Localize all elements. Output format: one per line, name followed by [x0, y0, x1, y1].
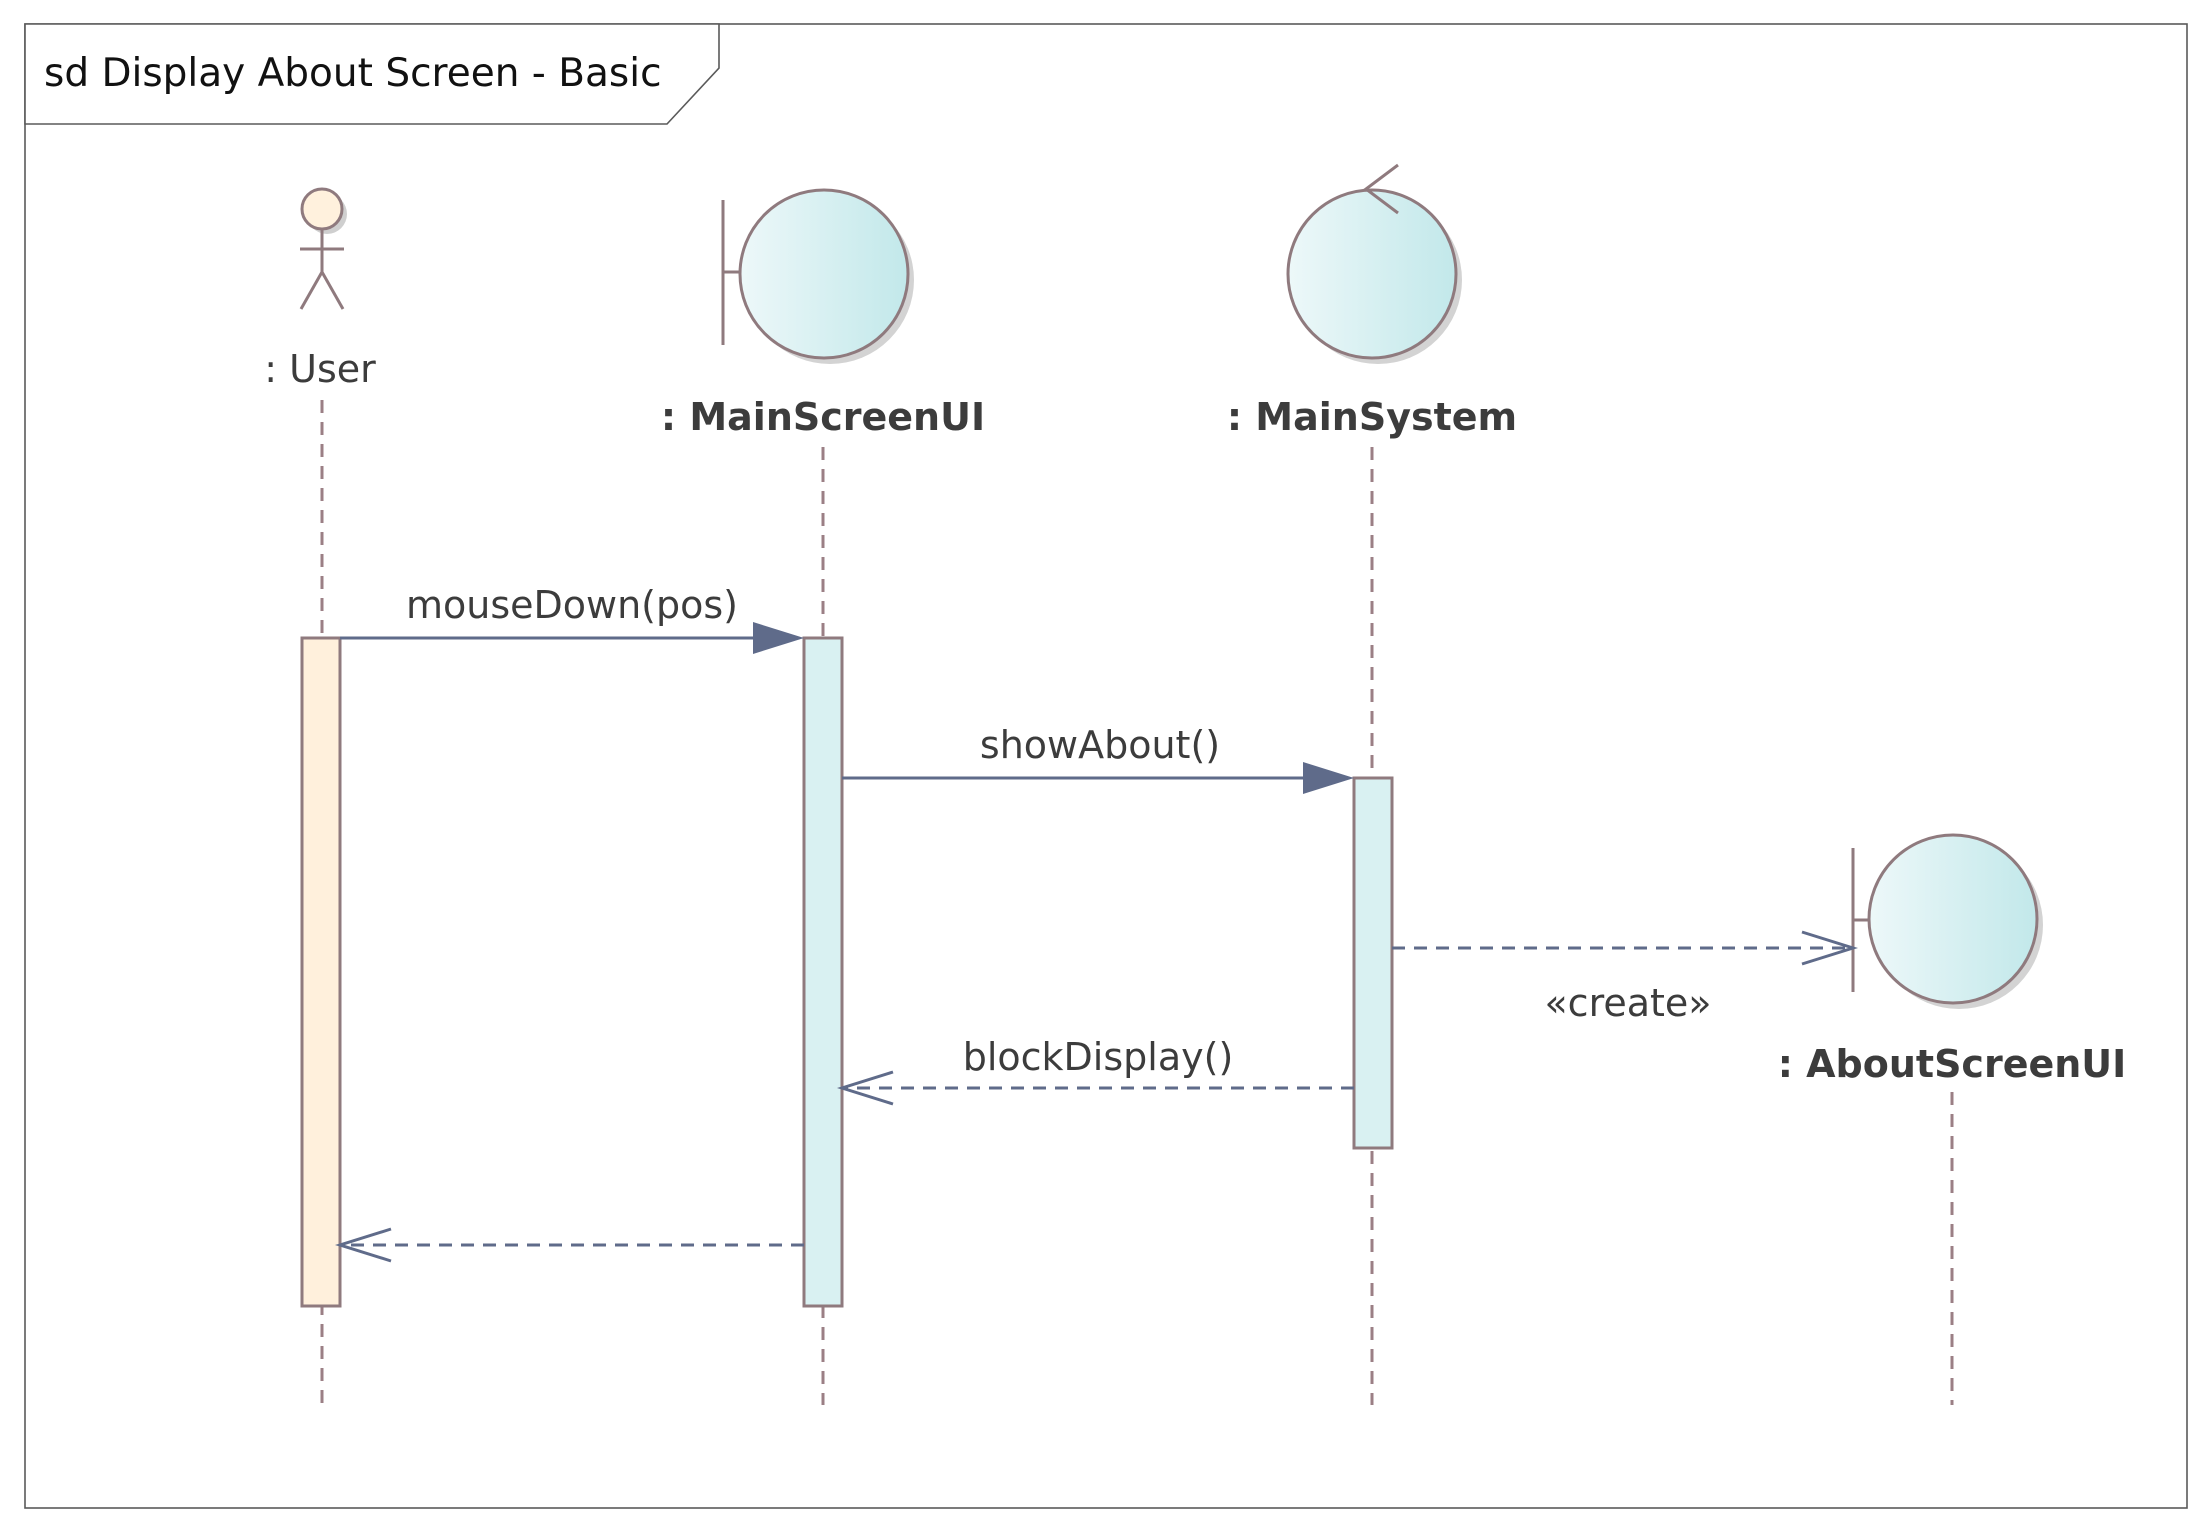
participant-user[interactable]: : User: [264, 187, 376, 391]
message-create-label: «create»: [1544, 981, 1711, 1025]
boundary-icon: [721, 188, 914, 364]
activation-main-screen-ui: [802, 636, 844, 1308]
filled-arrowhead-icon: [1303, 762, 1354, 794]
message-block-display[interactable]: blockDisplay(): [836, 1035, 1354, 1106]
actor-icon: [299, 187, 347, 310]
message-show-about[interactable]: showAbout(): [842, 723, 1354, 794]
frame-border: [24, 23, 2188, 1509]
participant-main-system[interactable]: : MainSystem: [1227, 163, 1517, 439]
open-arrowhead-icon: [836, 1070, 894, 1106]
participant-main-screen-ui[interactable]: : MainScreenUI: [661, 188, 985, 439]
participant-about-screen-ui[interactable]: : AboutScreenUI: [1778, 833, 2127, 1086]
message-create[interactable]: «create»: [1392, 930, 1859, 1025]
message-mouse-down-label: mouseDown(pos): [406, 583, 738, 627]
message-mouse-down[interactable]: mouseDown(pos): [340, 583, 804, 654]
participant-main-system-label: : MainSystem: [1227, 395, 1517, 439]
message-return-to-user[interactable]: [334, 1227, 804, 1263]
control-icon: [1286, 163, 1462, 364]
open-arrowhead-icon: [1801, 930, 1859, 966]
frame-title-tab: [24, 23, 720, 125]
message-block-display-label: blockDisplay(): [963, 1035, 1234, 1079]
open-arrowhead-icon: [334, 1227, 392, 1263]
boundary-icon: [1851, 833, 2043, 1009]
activations: [300, 636, 1394, 1308]
message-show-about-label: showAbout(): [980, 723, 1220, 767]
participant-user-label: : User: [264, 347, 376, 391]
activation-main-system: [1352, 776, 1394, 1150]
lifelines: [320, 400, 1954, 1405]
frame-title: sd Display About Screen - Basic: [44, 51, 662, 96]
participant-about-screen-ui-label: : AboutScreenUI: [1778, 1042, 2127, 1086]
diagram-frame: sd Display About Screen - Basic: [24, 23, 2188, 1509]
participant-main-screen-ui-label: : MainScreenUI: [661, 395, 985, 439]
filled-arrowhead-icon: [753, 622, 804, 654]
activation-user: [300, 636, 342, 1308]
